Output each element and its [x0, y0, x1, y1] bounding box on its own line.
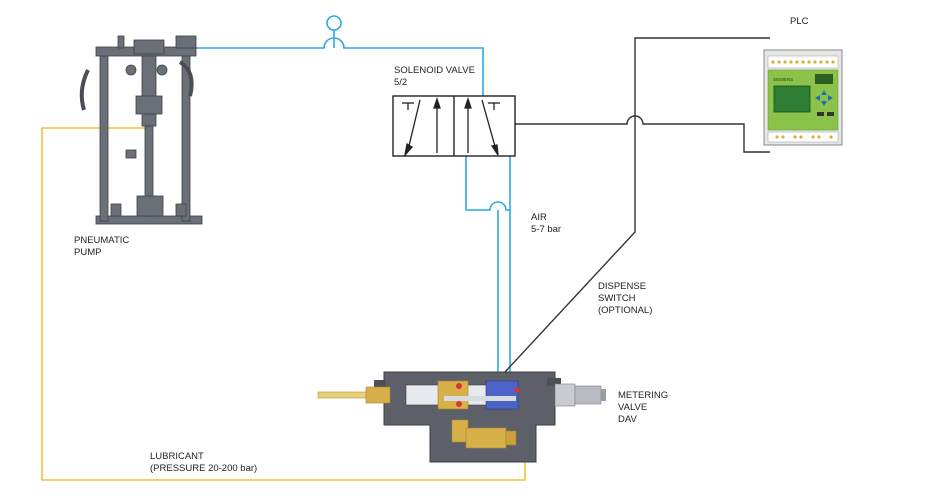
signal-lines — [504, 37, 770, 373]
plc-unit: SIEMENS — [763, 49, 843, 146]
pneumatic-pump-label-2: PUMP — [74, 247, 101, 258]
solenoid-valve — [392, 95, 516, 158]
lubricant-label: LUBRICANT — [150, 451, 204, 462]
metering-valve-label: METERING — [618, 390, 668, 401]
dispense-switch-optional: (OPTIONAL) — [598, 305, 652, 316]
air-regulator-icon — [326, 15, 342, 31]
solenoid-valve-label: SOLENOID VALVE — [394, 65, 475, 76]
metering-valve — [317, 371, 606, 463]
plc-label: PLC — [790, 16, 809, 27]
lubricant-pressure-label: (PRESSURE 20-200 bar) — [150, 463, 257, 474]
plc-brand: SIEMENS — [773, 77, 793, 82]
solenoid-valve-type: 5/2 — [394, 77, 407, 88]
air-label: AIR — [531, 212, 547, 223]
air-pressure-label: 5-7 bar — [531, 224, 561, 235]
pneumatic-pump — [79, 35, 203, 225]
metering-valve-label-2: VALVE — [618, 402, 647, 413]
dispense-switch-label: DISPENSE — [598, 281, 646, 292]
pneumatic-pump-label: PNEUMATIC — [74, 235, 129, 246]
metering-valve-model: DAV — [618, 414, 637, 425]
air-line — [162, 23, 511, 372]
dispense-switch-label-2: SWITCH — [598, 293, 636, 304]
